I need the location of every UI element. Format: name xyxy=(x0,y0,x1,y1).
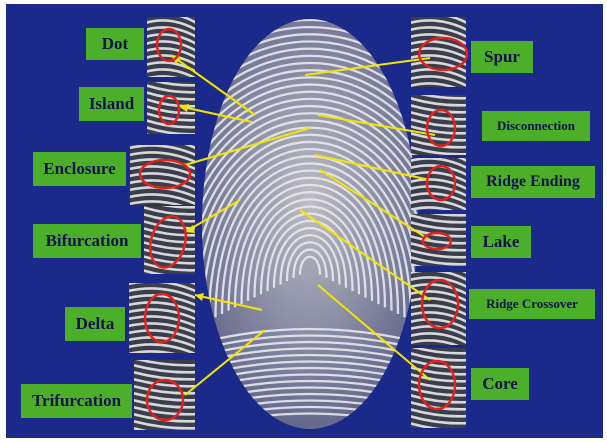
circle-disconnection xyxy=(427,110,455,146)
circle-ridge-crossover xyxy=(422,280,458,328)
circle-trifurcation xyxy=(147,380,183,420)
circle-bifurcation xyxy=(145,212,191,271)
circle-spur xyxy=(419,38,467,70)
label-ridge-ending: Ridge Ending xyxy=(471,166,595,198)
label-bifurcation: Bifurcation xyxy=(33,224,141,258)
label-lake: Lake xyxy=(471,226,531,258)
label-delta: Delta xyxy=(65,307,125,341)
circle-core xyxy=(419,361,455,409)
label-spur: Spur xyxy=(471,41,533,73)
circle-dot xyxy=(157,29,181,61)
label-ridge-crossover: Ridge Crossover xyxy=(469,289,595,319)
label-disconnection: Disconnection xyxy=(482,111,590,141)
circle-lake xyxy=(423,233,451,249)
label-dot: Dot xyxy=(86,28,144,60)
circle-ridge-ending xyxy=(427,166,455,200)
label-enclosure: Enclosure xyxy=(33,152,126,186)
label-island: Island xyxy=(79,87,144,121)
label-core: Core xyxy=(471,368,529,400)
circle-enclosure xyxy=(140,160,190,188)
circle-island xyxy=(159,96,179,124)
circle-delta xyxy=(145,294,179,342)
label-trifurcation: Trifurcation xyxy=(21,384,132,418)
